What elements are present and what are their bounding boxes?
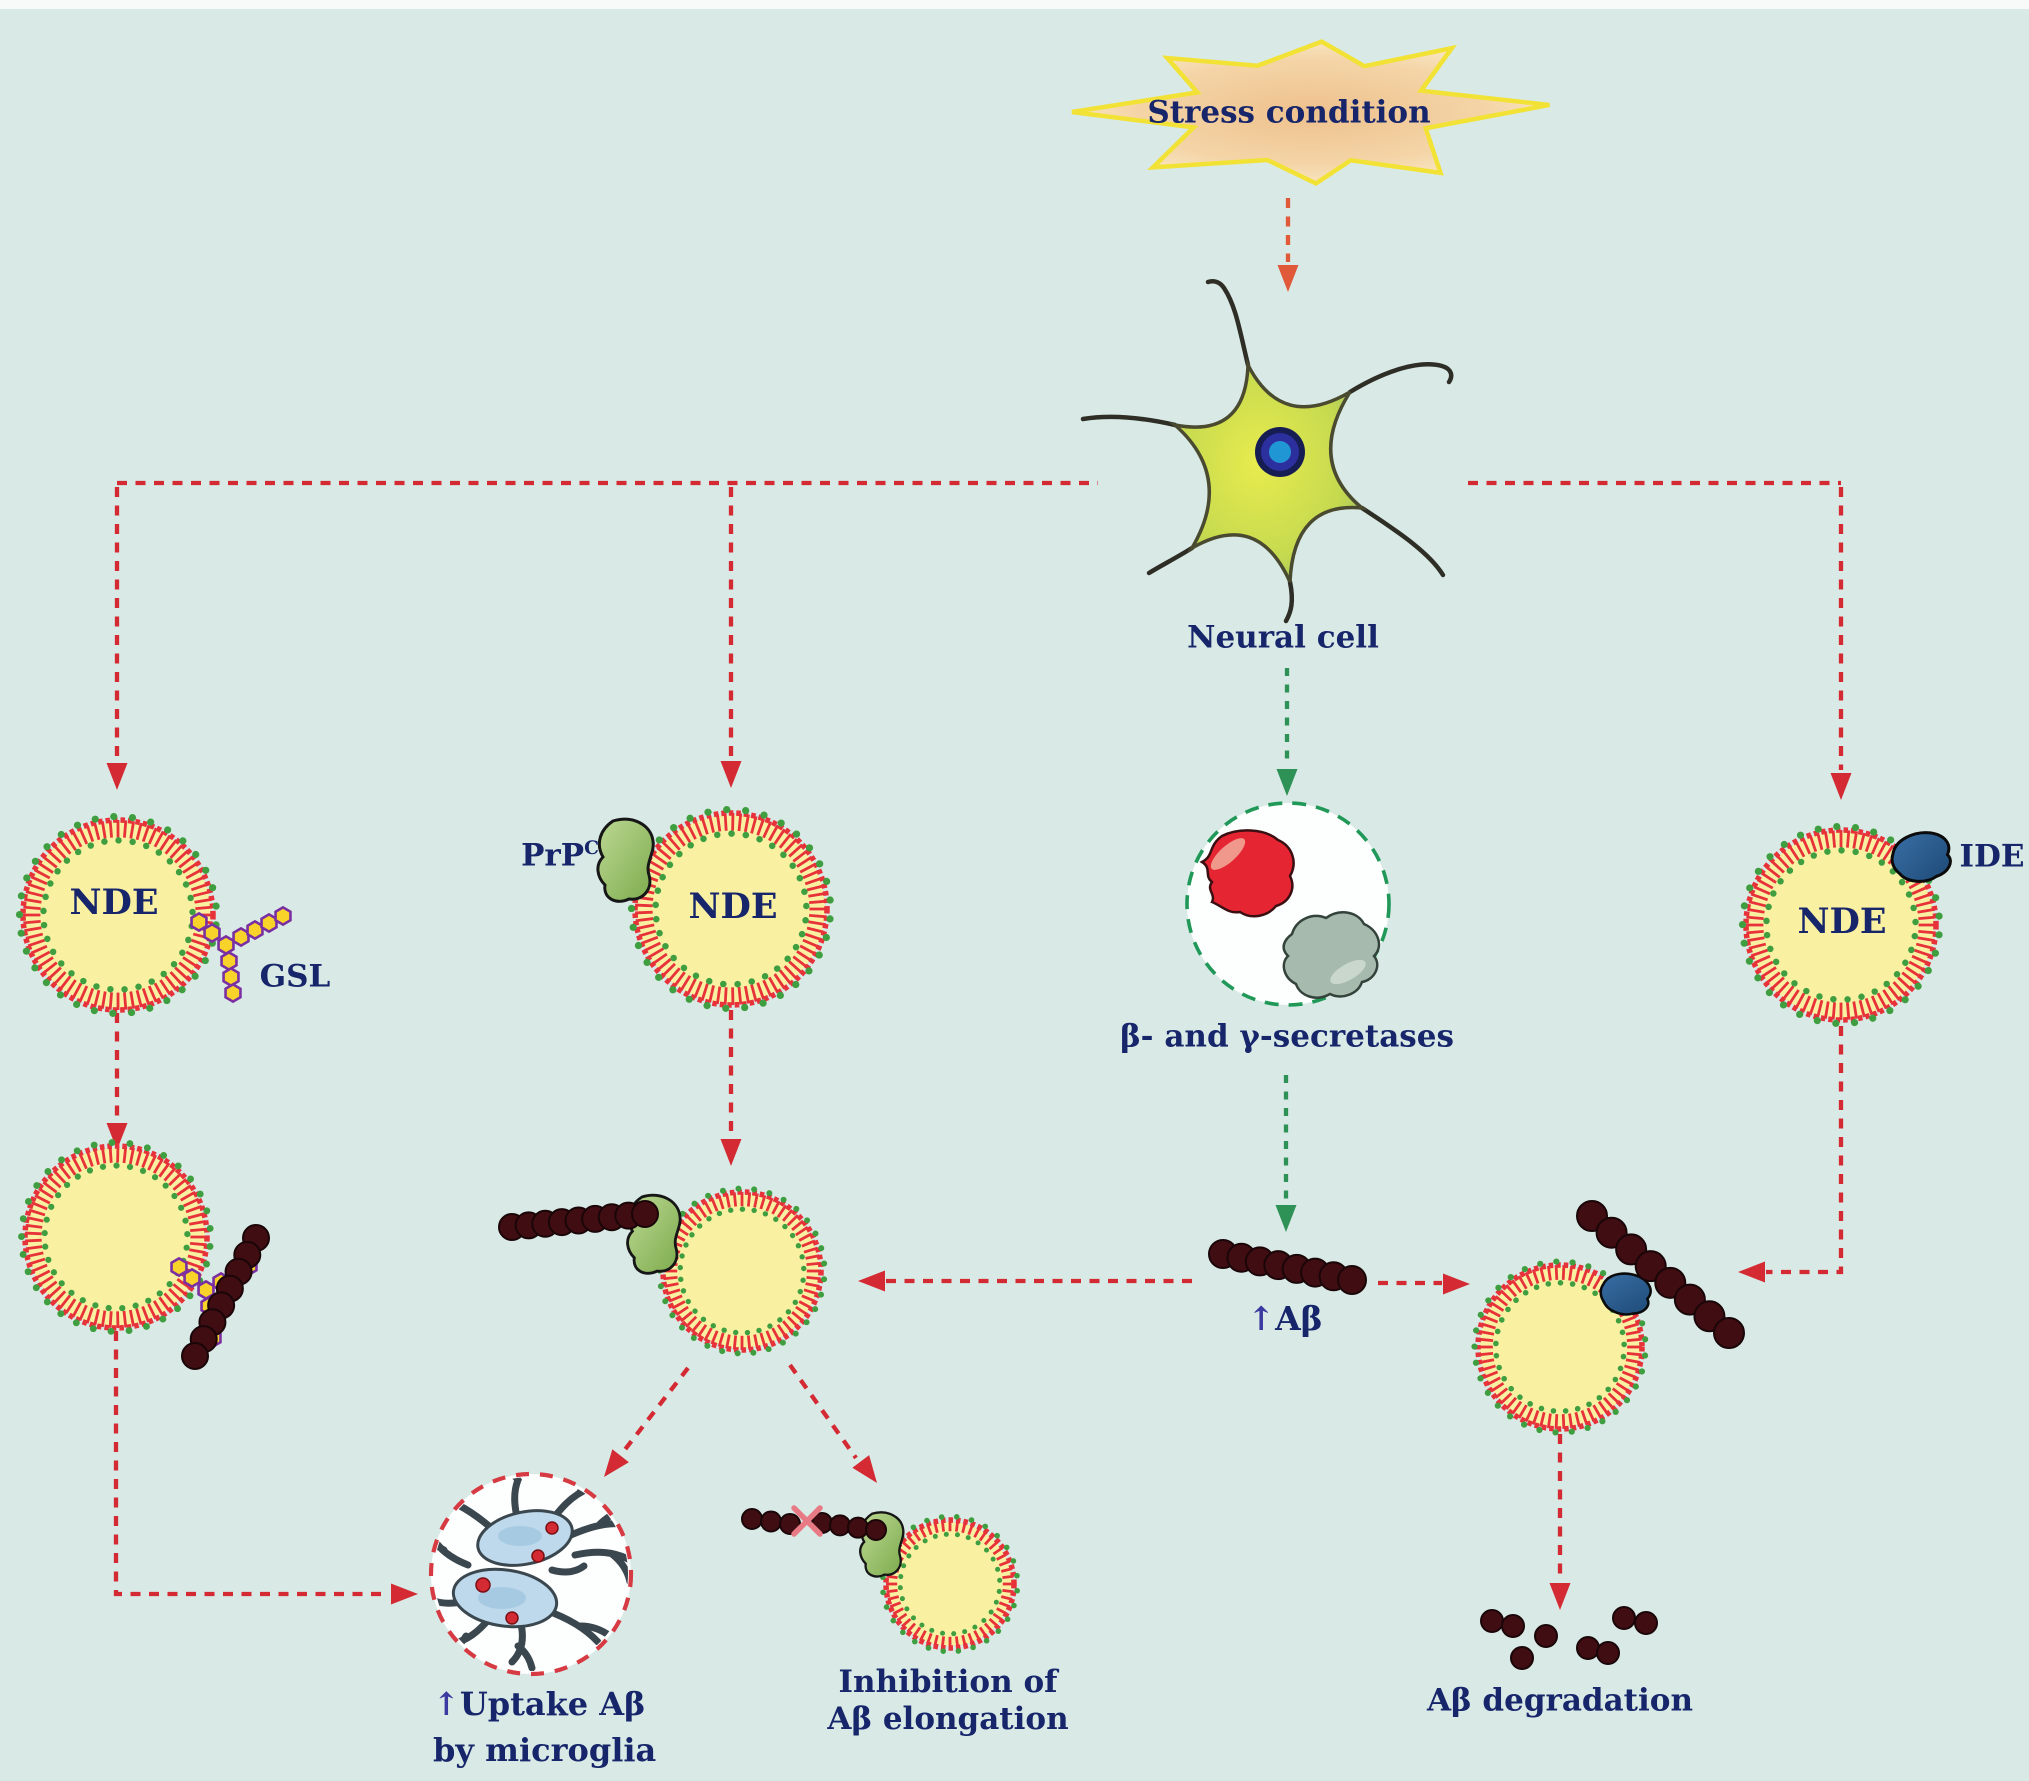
abeta-increase-label: ↑Aβ (1247, 1299, 1322, 1339)
prpc-blob-top (596, 817, 655, 903)
inhibition-x-icon (791, 1505, 823, 1537)
middle-to-microglia-arrow (604, 1366, 690, 1477)
ide-text: IDE (1959, 838, 2025, 875)
secretases-label: β- and γ-secretases (1120, 1018, 1454, 1055)
branch-to-right-nde (1830, 487, 1852, 800)
abeta-degradation-dots (1480, 1606, 1658, 1670)
nde-middle-label: NDE (688, 886, 777, 928)
uptake-line1: ↑Uptake Aβ (433, 1681, 656, 1727)
secretases-to-abeta-arrow (1275, 1075, 1297, 1232)
inhibition-line1: Inhibition of (838, 1663, 1058, 1700)
abeta-text: Aβ (1275, 1299, 1323, 1339)
nde-right-text: NDE (1797, 901, 1887, 942)
ide-label: IDE (1959, 838, 2024, 875)
microglia-circle (428, 1471, 634, 1677)
secretases-circle (1185, 801, 1391, 1007)
prp-superscript: C (584, 838, 599, 860)
abeta-fragment-b (811, 1512, 887, 1541)
neuron-to-secretases-arrow (1276, 668, 1298, 796)
neural-cell-nucleus (1255, 427, 1305, 477)
branch-to-left-nde (106, 487, 128, 790)
left-to-microglia-arrow (113, 1331, 418, 1605)
neural-cell-label: Neural cell (1187, 619, 1379, 656)
uptake-microglia-label: ↑Uptake Aβ by microglia (433, 1681, 656, 1774)
ide-blob-bound (1599, 1272, 1652, 1316)
up-arrow-icon: ↑ (1247, 1299, 1276, 1339)
gsl-text: GSL (259, 958, 331, 995)
by-microglia-text: by microglia (433, 1731, 657, 1770)
vesicle-left-bound (18, 1139, 214, 1335)
right-nde-down-arrow (1738, 1026, 1844, 1283)
ide-blob-top (1890, 831, 1952, 883)
secretases-text: β- and γ-secretases (1120, 1018, 1454, 1055)
nde-vesicle-middle (627, 805, 834, 1012)
prp-text: PrP (521, 837, 585, 874)
stress-condition-text: Stress condition (1147, 94, 1431, 131)
nde-left-label: NDE (69, 882, 158, 924)
stress-burst (1071, 39, 1550, 186)
pathway-arrows-green (1275, 668, 1298, 1232)
prpc-label: PrPC (521, 837, 599, 874)
uptake-line2: by microglia (433, 1727, 656, 1773)
gamma-secretase-blob (1282, 911, 1381, 999)
vesicle-middle-bound (656, 1185, 828, 1357)
nde-right-label: NDE (1797, 901, 1886, 943)
abeta-chain-middle (498, 1200, 659, 1241)
pathway-arrows-red (106, 198, 1852, 1610)
gsl-label: GSL (260, 958, 331, 995)
stress-to-neuron-arrow (1277, 198, 1299, 292)
up-arrow-icon: ↑ (433, 1685, 460, 1723)
top-margin-strip (0, 0, 2029, 9)
uptake-text: Uptake Aβ (459, 1685, 646, 1723)
abeta-fibril-left (181, 1224, 270, 1370)
neural-cell-text: Neural cell (1187, 619, 1379, 656)
middle-to-inhibition-arrow (788, 1363, 877, 1483)
left-nde-down-arrow (106, 1013, 128, 1150)
vesicle-right-bound (1471, 1258, 1649, 1436)
abeta-fibril-right (1576, 1200, 1745, 1349)
neural-cell (1080, 279, 1454, 624)
nde-left-text: NDE (69, 882, 159, 923)
abeta-to-middle-arrow (858, 1270, 1192, 1292)
nde-vesicle-left (15, 813, 220, 1017)
right-to-degradation-arrow (1549, 1434, 1571, 1610)
microglia-abeta-dots (475, 1521, 559, 1625)
abeta-fragment-a (741, 1508, 801, 1535)
beta-secretase-blob (1199, 829, 1295, 918)
degradation-label: Aβ degradation (1427, 1682, 1693, 1719)
stress-condition-label: Stress condition (1147, 94, 1430, 131)
branch-to-middle-nde (720, 487, 742, 788)
neural-cell-dendrites (1080, 279, 1454, 624)
nde-middle-text: NDE (688, 886, 778, 927)
abeta-chain-center (1208, 1239, 1367, 1295)
abeta-to-right-arrow (1378, 1273, 1470, 1295)
gsl-glycan-top (190, 905, 292, 1004)
inhibition-label: Inhibition of Aβ elongation (827, 1664, 1068, 1738)
degradation-text: Aβ degradation (1427, 1682, 1693, 1719)
inhibition-line2: Aβ elongation (827, 1701, 1069, 1737)
nde-vesicle-right (1738, 823, 1943, 1027)
middle-nde-down-arrow (720, 1010, 742, 1166)
